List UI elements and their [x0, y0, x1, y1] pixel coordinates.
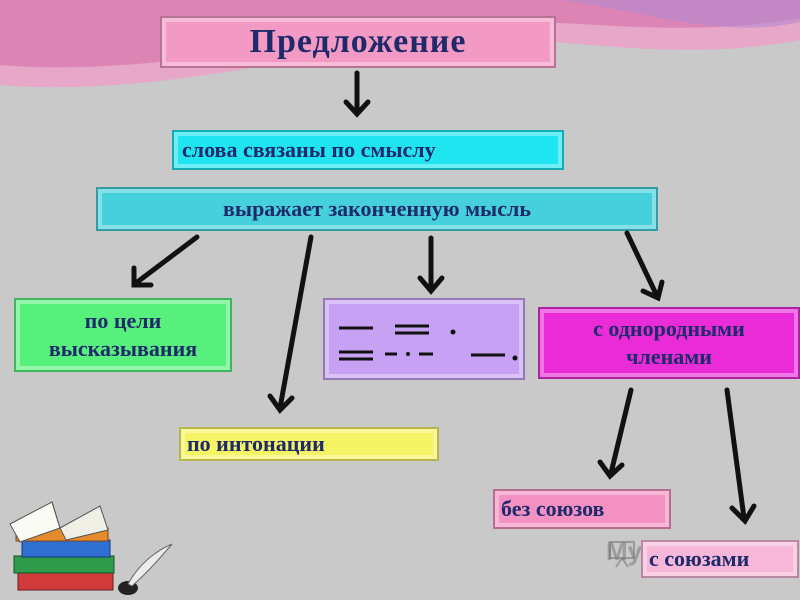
- node-with-conjunctions-label: с союзами: [649, 546, 750, 571]
- node-words-linked-label: слова связаны по смыслу: [182, 137, 436, 162]
- node-no-conjunctions-label: без союзов: [501, 496, 605, 521]
- node-sentence-scheme: [323, 298, 525, 380]
- node-purpose: по цели высказывания: [14, 298, 232, 372]
- node-intonation: по интонации: [179, 427, 439, 461]
- arrow-to-with-conjunctions: [724, 387, 757, 526]
- sentence-scheme-icon: [339, 324, 518, 361]
- node-with-conjunctions: с союзами: [641, 540, 799, 578]
- node-homogeneous-label-line1: с однородными: [593, 316, 745, 341]
- node-purpose-label-line2: высказывания: [48, 336, 198, 361]
- title-label: Предложение: [249, 23, 467, 60]
- arrow-to-intonation: [267, 234, 314, 414]
- arrow-title-to-linked: [343, 70, 371, 118]
- node-purpose-label-line1: по цели: [84, 308, 162, 333]
- arrow-to-purpose: [131, 234, 200, 288]
- node-no-conjunctions: без союзов: [493, 489, 671, 529]
- node-intonation-label: по интонации: [187, 431, 325, 456]
- node-words-linked: слова связаны по смыслу: [172, 130, 564, 170]
- node-complete-thought-label: выражает законченную мысль: [223, 196, 531, 221]
- node-complete-thought: выражает законченную мысль: [96, 187, 658, 231]
- arrow-to-homogeneous: [624, 230, 665, 302]
- arrow-to-scheme: [417, 235, 445, 295]
- node-homogeneous: с однородными членами: [538, 307, 800, 379]
- title-box: Предложение: [160, 16, 556, 68]
- arrow-to-no-conjunctions: [597, 387, 634, 480]
- books-with-quill-icon: [9, 501, 173, 595]
- presentation-board-icon: [609, 541, 635, 568]
- node-homogeneous-label-line2: членами: [626, 344, 712, 369]
